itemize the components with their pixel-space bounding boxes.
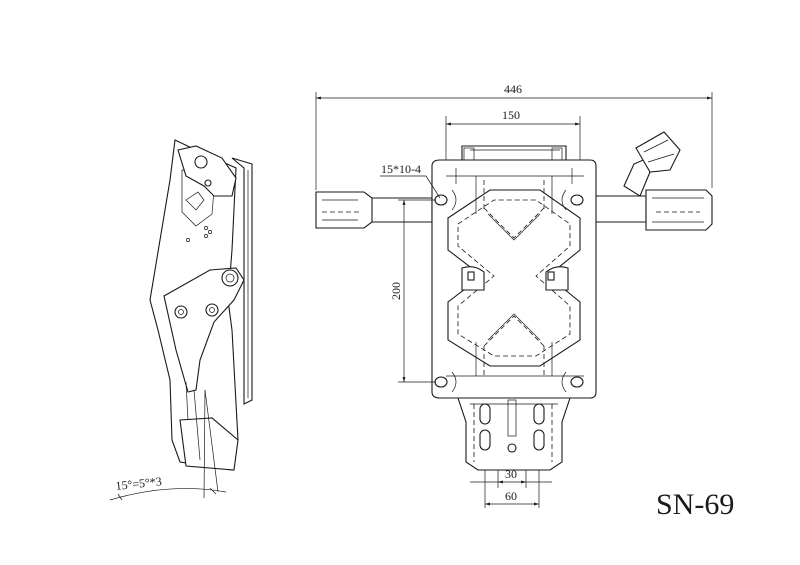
model-code: SN-69 [656,488,734,521]
dimension-446: 446 [504,82,522,96]
side-view [109,139,253,501]
dimension-60: 60 [505,489,517,503]
dimension-150: 150 [502,108,520,122]
dimension-lines [315,92,713,508]
tilt-angle-label: 15°=5°*3 [115,474,163,493]
dimension-200: 200 [389,282,403,300]
front-view [315,131,713,471]
dimension-hole-spec: 15*10-4 [381,162,421,176]
dimension-30: 30 [505,467,517,481]
